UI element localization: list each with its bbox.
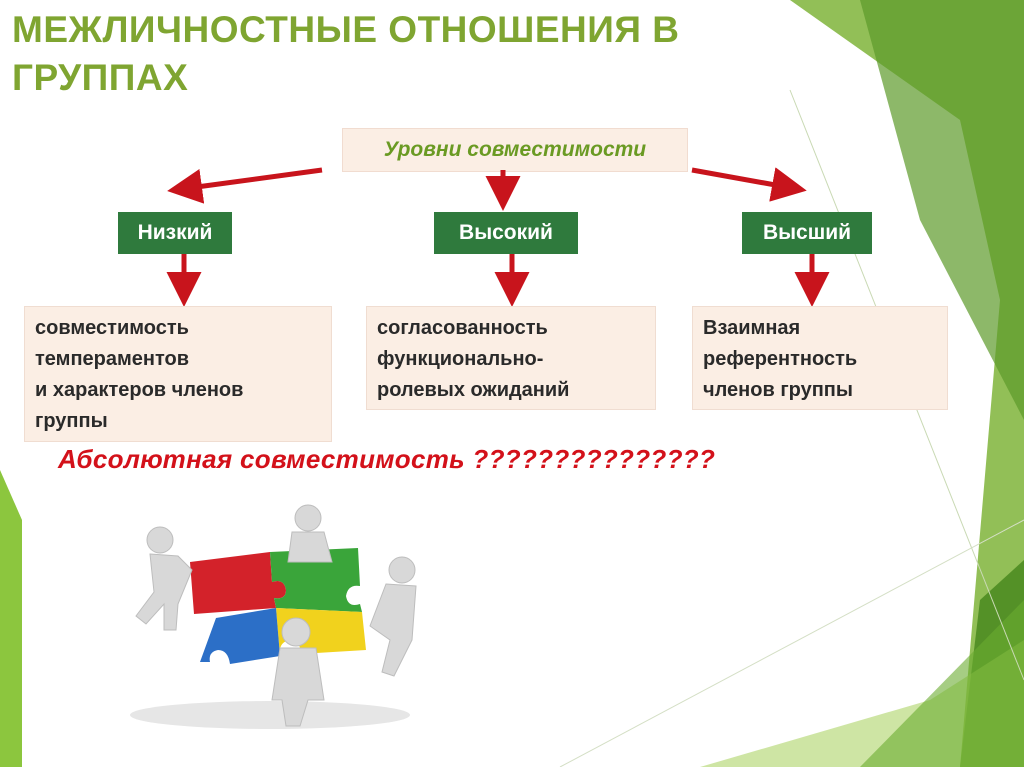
desc-high: согласованность функционально- ролевых о… [366,306,656,410]
arrow-to-low [167,167,323,204]
desc-highest-line: членов группы [703,379,853,401]
level-low: Низкий [118,212,232,254]
arrow-to-highest [691,167,807,202]
desc-high-line: ролевых ожиданий [377,379,570,401]
compatibility-levels-box: Уровни совместимости [342,128,688,172]
page-title: МЕЖЛИЧНОСТНЫЕ ОТНОШЕНИЯ В ГРУППАХ [12,9,680,98]
desc-highest-line: референтность [703,348,858,370]
level-highest: Высший [742,212,872,254]
desc-low-line: темпераментов [35,348,190,370]
desc-low-line: совместимость [35,317,189,339]
absolute-compatibility-question: Абсолютная совместимость ??????????????? [58,444,716,474]
level-high: Высокий [434,212,578,254]
desc-low: совместимость темпераментов и характеров… [24,306,332,442]
desc-low-line: группы [35,410,108,432]
desc-high-line: согласованность [377,317,548,339]
desc-high-line: функционально- [377,348,544,370]
desc-highest: Взаимная референтность членов группы [692,306,948,410]
desc-highest-line: Взаимная [703,317,801,339]
puzzle-teamwork-icon [130,504,417,729]
desc-low-line: и характеров членов [35,379,244,401]
